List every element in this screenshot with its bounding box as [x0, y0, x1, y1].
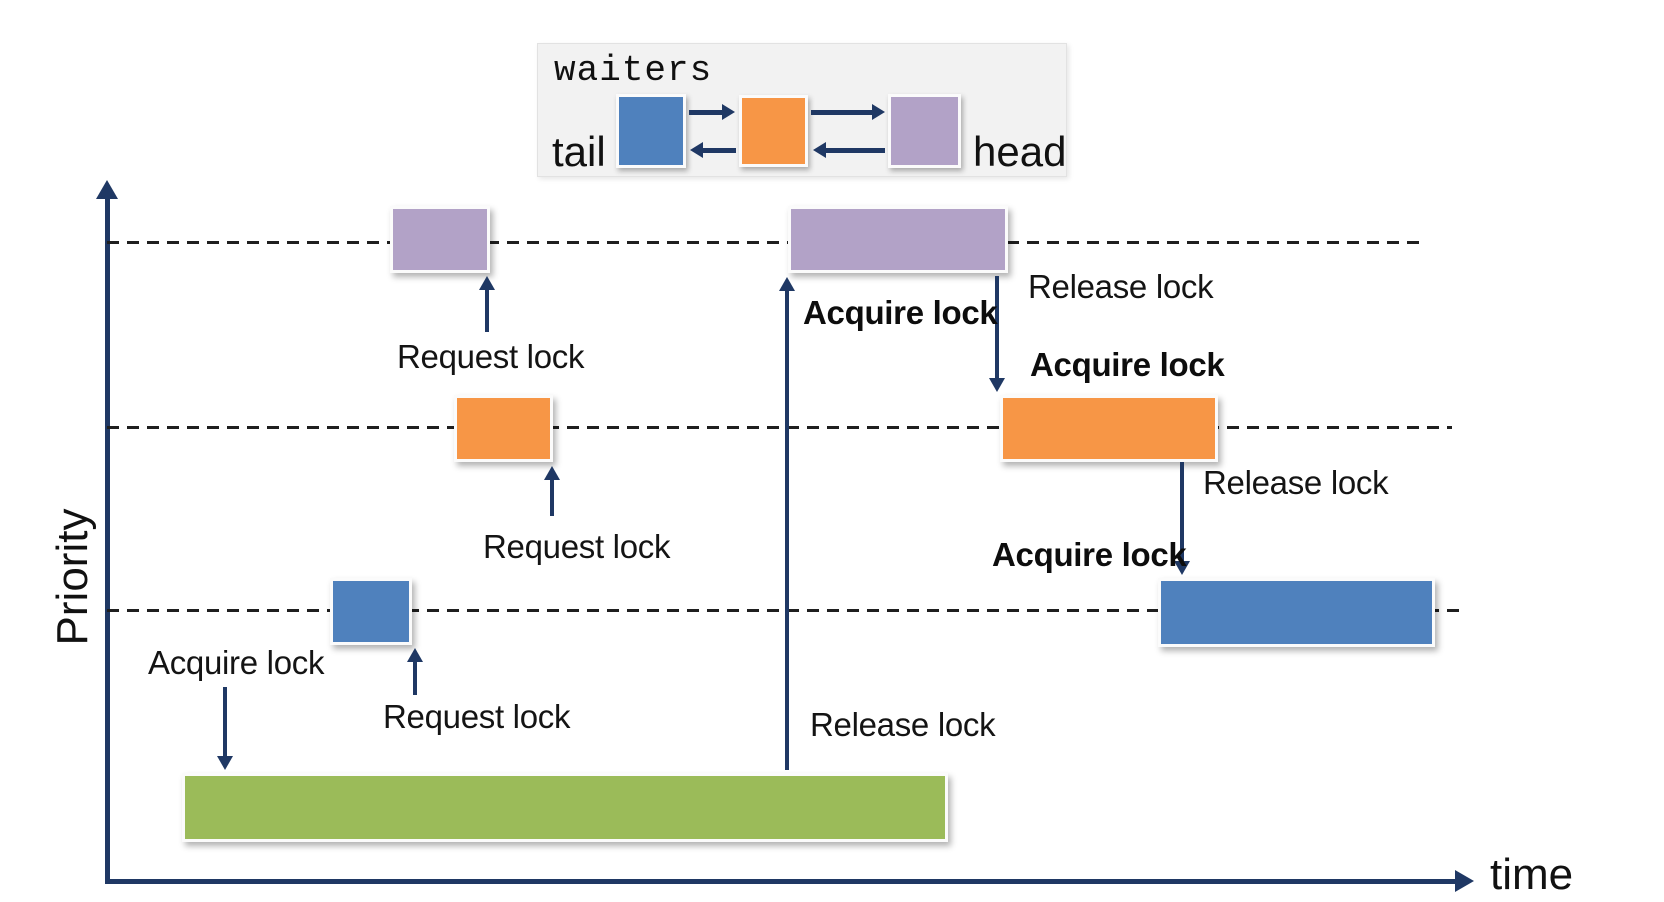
orange-task-waiting-box	[454, 395, 553, 462]
orange-task-running-box	[1000, 395, 1218, 462]
y-axis-arrowhead-icon	[96, 180, 118, 199]
request-lock-label-orange: Request lock	[483, 528, 671, 565]
acquire-lock-arrow-green-icon	[217, 687, 233, 770]
waiters-panel: waiters tail head	[537, 43, 1067, 177]
x-axis-arrowhead-icon	[1455, 870, 1474, 892]
acquire-lock-label-blue: Acquire lock	[992, 536, 1187, 573]
priority-lane-high	[107, 241, 1425, 244]
waiter-node-orange	[739, 95, 808, 167]
request-lock-arrow-blue-icon	[407, 648, 423, 695]
release-lock-label-orange: Release lock	[1203, 464, 1389, 501]
purple-task-running-box	[788, 206, 1008, 273]
acquire-lock-label-purple: Acquire lock	[803, 294, 998, 331]
request-lock-arrow-orange-icon	[544, 466, 560, 516]
blue-task-running-box	[1158, 578, 1435, 647]
request-lock-label-purple: Request lock	[397, 338, 585, 375]
x-axis	[105, 879, 1455, 884]
next-pointer-arrow-icon	[689, 104, 735, 120]
acquire-lock-label-green: Acquire lock	[148, 644, 325, 681]
acquire-lock-label-orange: Acquire lock	[1030, 346, 1225, 383]
x-axis-label: time	[1490, 850, 1574, 899]
blue-task-waiting-box	[330, 578, 412, 645]
prev-pointer-arrow-icon	[690, 142, 736, 158]
waiter-node-purple	[888, 94, 961, 168]
tail-label: tail	[552, 128, 606, 175]
purple-task-waiting-box	[390, 206, 490, 273]
release-lock-label-purple: Release lock	[1028, 268, 1214, 305]
request-lock-arrow-purple-icon	[479, 276, 495, 332]
waiters-title: waiters	[554, 50, 713, 91]
green-task-running-bar	[182, 773, 948, 842]
prev-pointer-arrow-icon	[813, 142, 885, 158]
y-axis-label: Priority	[48, 508, 97, 646]
release-acquire-arrow-orange-to-blue-icon	[1174, 462, 1190, 575]
y-axis	[105, 196, 110, 884]
release-lock-label-green: Release lock	[810, 706, 996, 743]
next-pointer-arrow-icon	[811, 104, 885, 120]
waiter-node-blue	[616, 94, 686, 168]
release-acquire-arrow-green-to-purple-icon	[779, 277, 795, 770]
priority-lane-medium	[107, 426, 1452, 429]
request-lock-label-blue: Request lock	[383, 698, 571, 735]
priority-lane-low	[107, 609, 1462, 612]
release-acquire-arrow-purple-to-orange-icon	[989, 276, 1005, 392]
head-label: head	[973, 128, 1067, 175]
